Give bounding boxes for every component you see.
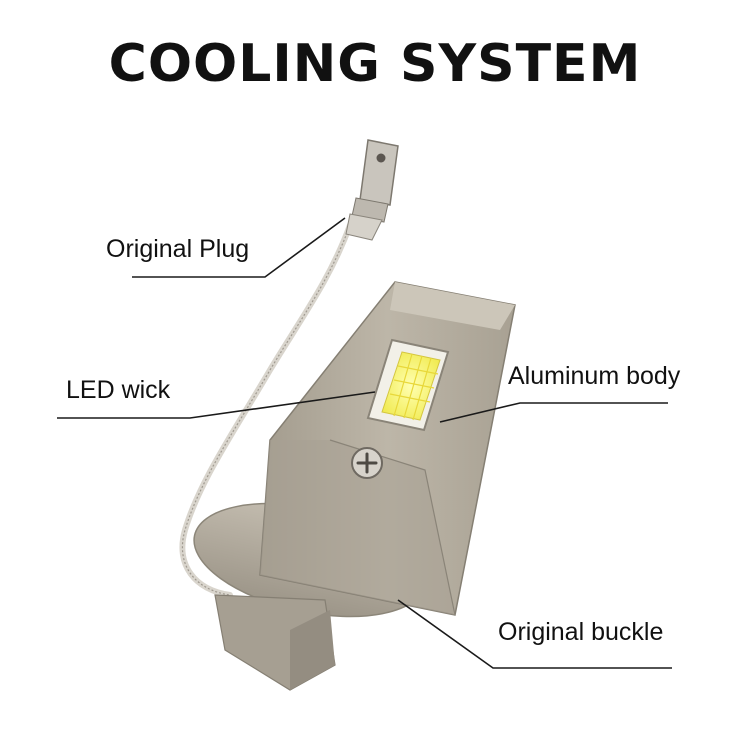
leader-line-plug xyxy=(132,217,346,278)
label-led-wick: LED wick xyxy=(66,376,171,404)
label-aluminum-body: Aluminum body xyxy=(508,362,681,390)
label-original-plug: Original Plug xyxy=(106,235,250,263)
leader-line-led xyxy=(57,391,376,419)
aluminum-body xyxy=(259,281,516,616)
label-original-buckle: Original buckle xyxy=(498,618,664,646)
leader-line-aluminum xyxy=(439,402,668,423)
plug xyxy=(345,139,399,241)
page-title: COOLING SYSTEM xyxy=(108,34,642,94)
led-chip xyxy=(366,338,450,432)
leader-line-buckle xyxy=(397,599,672,669)
